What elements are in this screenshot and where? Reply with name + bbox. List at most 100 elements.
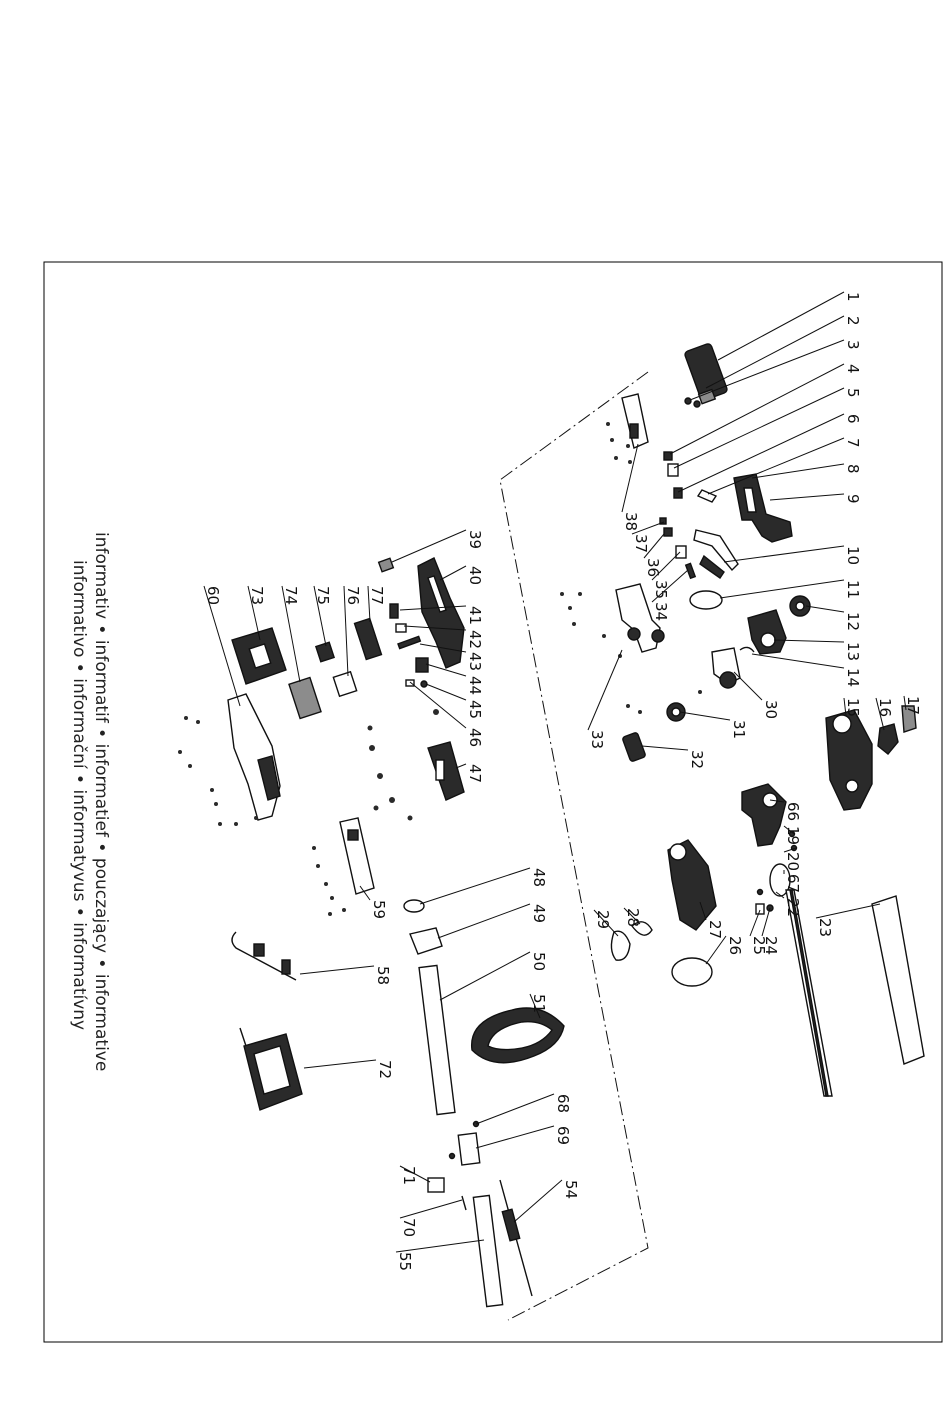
callout-label-3: 3 <box>844 340 862 350</box>
callout-label-10: 10 <box>844 546 862 565</box>
part-10-trigger-lever <box>693 529 739 579</box>
callout-label-20: 20 <box>784 852 802 871</box>
caption-line-2: informativo • informační • informatyvus … <box>69 560 89 1030</box>
leader-line-28 <box>623 907 641 925</box>
callout-label-27: 27 <box>706 920 724 939</box>
callout-label-77: 77 <box>368 586 386 605</box>
part-73-battery-pack <box>231 627 287 685</box>
part-39-cap <box>377 557 395 573</box>
part-68-69-coupling <box>448 1120 481 1166</box>
part-11-ring <box>689 590 723 610</box>
leader-line-40 <box>439 565 467 581</box>
callout-label-60: 60 <box>204 586 222 605</box>
leader-line-22 <box>775 891 785 899</box>
leader-line-17 <box>903 695 907 711</box>
callout-label-15: 15 <box>844 698 862 717</box>
leader-line-72 <box>303 1059 377 1069</box>
part-75-board <box>314 641 336 663</box>
callout-label-67: 67 <box>784 874 802 893</box>
leader-line-68 <box>475 1093 555 1125</box>
callout-label-55: 55 <box>396 1252 414 1271</box>
part-48-clamp-ring <box>403 899 425 913</box>
leader-line-20 <box>783 847 797 853</box>
leader-line-58 <box>299 965 375 975</box>
part-66-gear-head <box>741 783 787 847</box>
leader-line-27 <box>699 901 707 921</box>
callout-label-11: 11 <box>844 580 862 599</box>
part-74-contacts <box>288 676 322 720</box>
part-14-clip <box>739 646 755 653</box>
leader-line-45 <box>425 683 467 701</box>
part-72-charger <box>239 1027 303 1111</box>
leader-line-77 <box>367 585 371 623</box>
leader-line-29 <box>593 909 619 937</box>
callout-label-58: 58 <box>374 966 392 985</box>
leader-line-70 <box>399 1199 463 1219</box>
callout-label-5: 5 <box>844 388 862 398</box>
part-16-17-gear-parts <box>877 705 917 755</box>
leader-line-4 <box>669 363 845 455</box>
leader-line-74 <box>281 585 301 683</box>
leader-line-35 <box>651 551 681 581</box>
caption-line-1: informativ • informatif • informatief • … <box>91 532 111 1071</box>
part-23-blade-guard <box>871 895 925 1065</box>
callout-label-16: 16 <box>876 698 894 717</box>
leader-line-8 <box>751 463 845 479</box>
callout-label-54: 54 <box>562 1180 580 1199</box>
part-2-3-screws <box>684 397 701 408</box>
part-47-battery-connector <box>427 741 465 801</box>
callout-label-8: 8 <box>844 464 862 474</box>
part-32-spring <box>622 732 646 762</box>
callout-label-74: 74 <box>282 586 300 605</box>
callout-label-50: 50 <box>530 952 548 971</box>
part-27-front-housing <box>667 839 717 931</box>
leader-line-33 <box>587 649 623 731</box>
callout-label-37: 37 <box>632 534 650 553</box>
part-40-main-handle <box>417 557 465 669</box>
callout-label-32: 32 <box>688 750 706 769</box>
leader-line-73 <box>247 585 261 641</box>
callout-label-14: 14 <box>844 668 862 687</box>
callout-label-23: 23 <box>816 918 834 937</box>
part-41-46-switch-internals <box>389 603 429 688</box>
leader-line-39 <box>391 529 467 563</box>
callout-label-49: 49 <box>530 904 548 923</box>
leader-line-76 <box>343 585 349 677</box>
callout-label-47: 47 <box>466 764 484 783</box>
leader-line-51 <box>529 993 541 1019</box>
part-54-drive-shaft <box>499 1179 533 1297</box>
part-51-loop-inner <box>487 1020 553 1051</box>
part-34-37-small-parts <box>659 517 697 580</box>
leader-line-46 <box>409 681 467 729</box>
leader-line-71 <box>399 1165 431 1183</box>
part-49-clamp <box>409 927 443 955</box>
part-59-housing <box>339 817 375 895</box>
callout-label-28: 28 <box>624 908 642 927</box>
callout-label-25: 25 <box>750 936 768 955</box>
callout-label-2: 2 <box>844 316 862 326</box>
part-50-tube <box>418 964 456 1116</box>
callout-label-31: 31 <box>730 720 748 739</box>
callout-label-9: 9 <box>844 494 862 504</box>
callout-label-70: 70 <box>400 1218 418 1237</box>
part-12-bearing <box>789 595 811 617</box>
callout-label-33: 33 <box>588 730 606 749</box>
callout-label-41: 41 <box>466 606 484 625</box>
part-71-latch <box>427 1177 445 1193</box>
part-15-gearbox-housing <box>825 709 873 811</box>
leader-line-54 <box>513 1179 563 1223</box>
leader-line-55 <box>395 1239 485 1253</box>
diagram-frame <box>43 261 943 1343</box>
leader-line-60 <box>203 585 241 707</box>
leader-line-13 <box>773 639 845 643</box>
callout-label-36: 36 <box>644 558 662 577</box>
callout-label-29: 29 <box>594 910 612 929</box>
part-77-latch <box>353 617 383 661</box>
callout-label-48: 48 <box>530 868 548 887</box>
multilingual-caption: informativ • informatif • informatief • … <box>69 532 111 1071</box>
leader-line-5 <box>673 387 845 469</box>
callout-label-45: 45 <box>466 700 484 719</box>
screw-set-59 <box>312 846 346 916</box>
leader-line-30 <box>733 671 763 701</box>
callout-label-1: 1 <box>844 292 862 302</box>
